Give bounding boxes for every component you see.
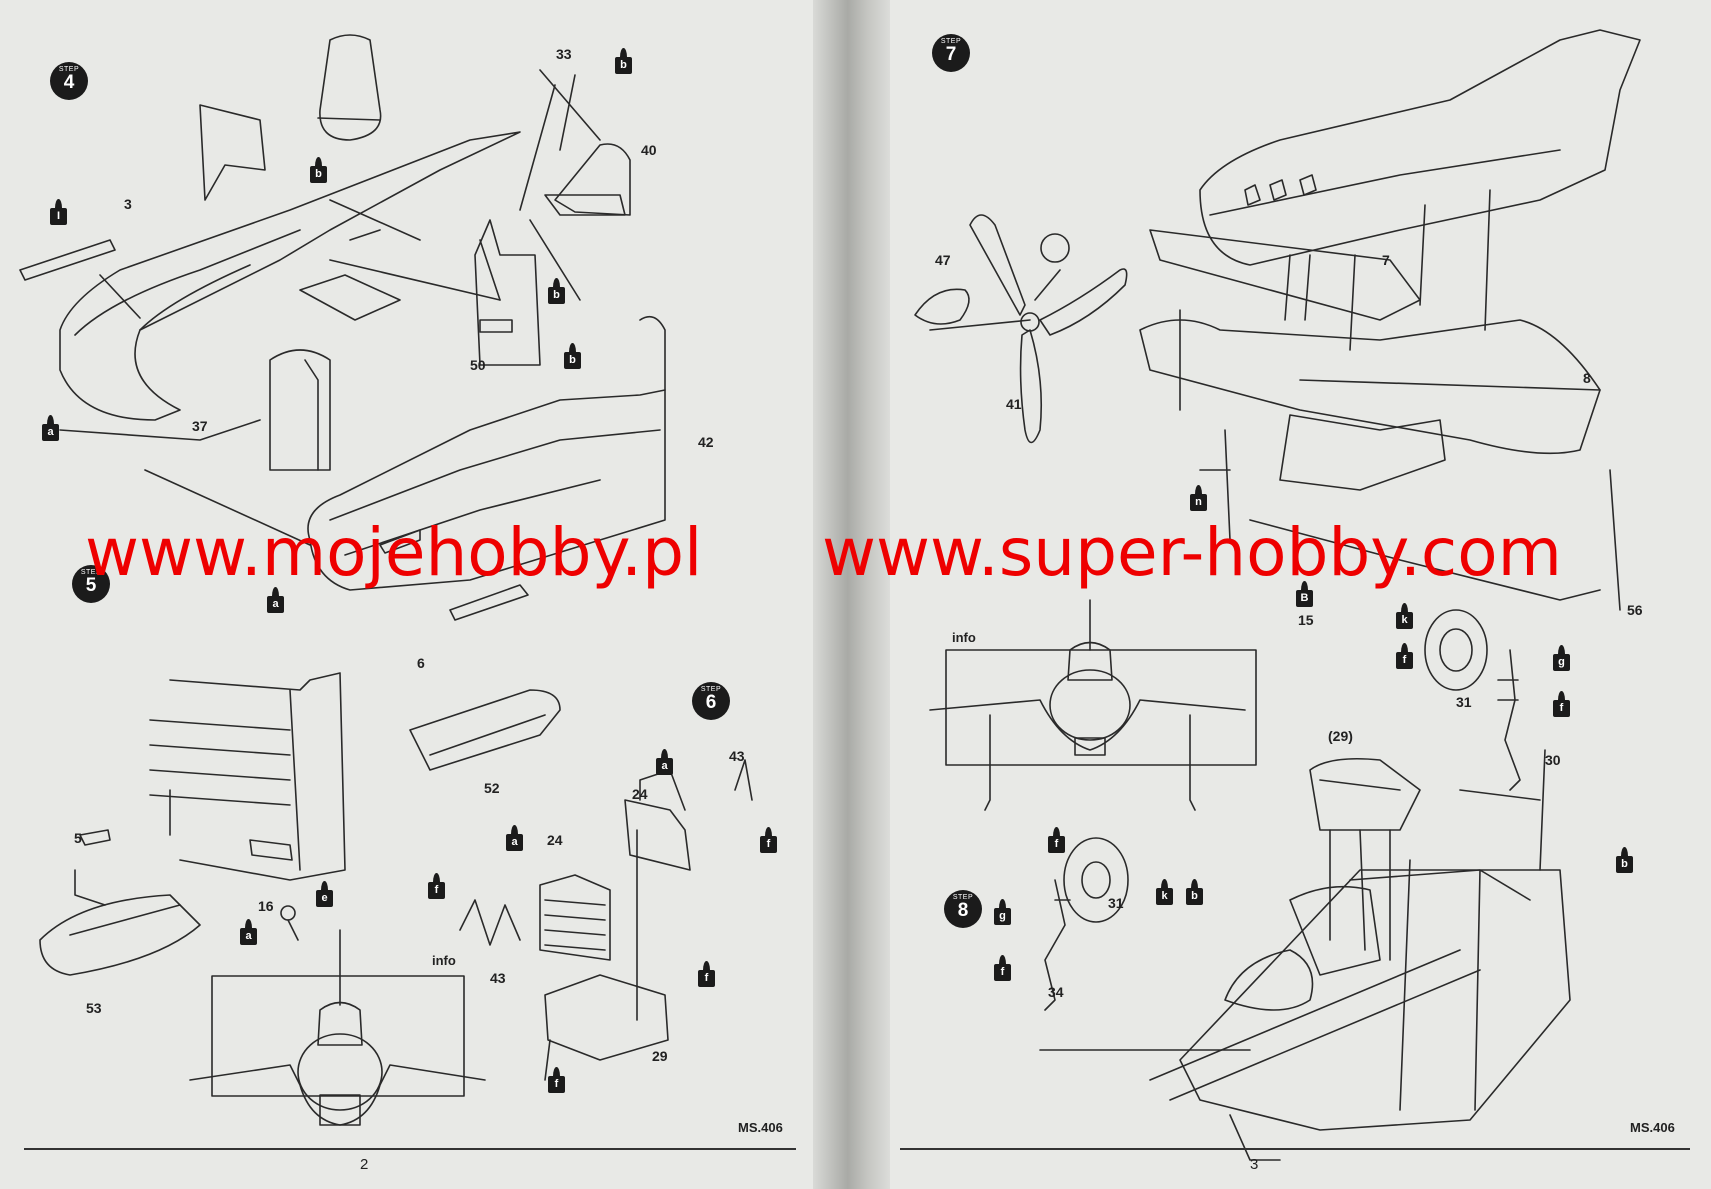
paint-tag: a — [42, 415, 59, 441]
paint-tag: b — [1186, 879, 1203, 905]
step7-wheel-leg — [1424, 609, 1521, 791]
part-label: 8 — [1583, 370, 1591, 386]
page-number-left: 2 — [360, 1156, 369, 1173]
paint-tag: f — [428, 873, 445, 899]
paint-tag: f — [760, 827, 777, 853]
paint-tag: I — [50, 199, 67, 225]
instruction-page-left — [0, 0, 813, 1189]
paint-tag: f — [1553, 691, 1570, 717]
paint-tag: g — [994, 899, 1011, 925]
part-label: 6 — [417, 655, 425, 671]
part-label: 37 — [192, 418, 208, 434]
step5-tail-drawing — [39, 672, 561, 976]
step8-drawing — [1039, 749, 1571, 1161]
part-label: 47 — [935, 252, 951, 268]
paint-tag: f — [1048, 827, 1065, 853]
paint-tag: b — [1616, 847, 1633, 873]
paint-tag: b — [564, 343, 581, 369]
step7-drawing — [914, 29, 1641, 611]
footer-rule-left — [24, 1148, 796, 1150]
part-label: 24 — [632, 786, 648, 802]
paint-tag: k — [1396, 603, 1413, 629]
part-label: 50 — [470, 357, 486, 373]
model-code-left: MS.406 — [738, 1120, 783, 1135]
paint-tag: f — [698, 961, 715, 987]
watermark-mojehobby: www.mojehobby.pl — [85, 514, 703, 591]
part-label: 52 — [484, 780, 500, 796]
paint-tag: a — [240, 919, 257, 945]
paint-tag: B — [1296, 581, 1313, 607]
step7-info-front-view — [929, 599, 1257, 811]
part-label: 7 — [1382, 252, 1390, 268]
part-label: 40 — [641, 142, 657, 158]
page-number-right: 3 — [1250, 1156, 1259, 1173]
paint-tag: b — [615, 48, 632, 74]
paint-tag: a — [656, 749, 673, 775]
part-label: 3 — [124, 196, 132, 212]
paint-tag: f — [994, 955, 1011, 981]
model-code-right: MS.406 — [1630, 1120, 1675, 1135]
part-label: 53 — [86, 1000, 102, 1016]
part-label: 29 — [652, 1048, 668, 1064]
page-gutter — [813, 0, 890, 1189]
part-label: 42 — [698, 434, 714, 450]
part-label: 31 — [1108, 895, 1124, 911]
paint-tag: e — [316, 881, 333, 907]
paint-tag: a — [267, 587, 284, 613]
part-label: 43 — [490, 970, 506, 986]
part-label: (29) — [1328, 728, 1353, 744]
part-label: 31 — [1456, 694, 1472, 710]
part-label: 43 — [729, 748, 745, 764]
part-label: 15 — [1298, 612, 1314, 628]
watermark-super-hobby: www.super-hobby.com — [822, 514, 1562, 591]
paint-tag: b — [310, 157, 327, 183]
paint-tag: g — [1553, 645, 1570, 671]
info-label-left: info — [432, 953, 456, 968]
part-label: 56 — [1627, 602, 1643, 618]
part-label: 5 — [74, 830, 82, 846]
step4-fuselage-drawing — [19, 34, 666, 621]
paint-tag: a — [506, 825, 523, 851]
paint-tag: f — [548, 1067, 565, 1093]
footer-rule-right — [900, 1148, 1690, 1150]
part-label: 34 — [1048, 984, 1064, 1000]
paint-tag: b — [548, 278, 565, 304]
paint-tag: f — [1396, 643, 1413, 669]
info-label-right: info — [952, 630, 976, 645]
part-label: 30 — [1545, 752, 1561, 768]
part-label: 33 — [556, 46, 572, 62]
step6-drawing — [459, 759, 753, 1081]
part-label: 16 — [258, 898, 274, 914]
step5-info-front-view — [189, 929, 486, 1126]
paint-tag: k — [1156, 879, 1173, 905]
part-label: 24 — [547, 832, 563, 848]
part-label: 41 — [1006, 396, 1022, 412]
paint-tag: n — [1190, 485, 1207, 511]
